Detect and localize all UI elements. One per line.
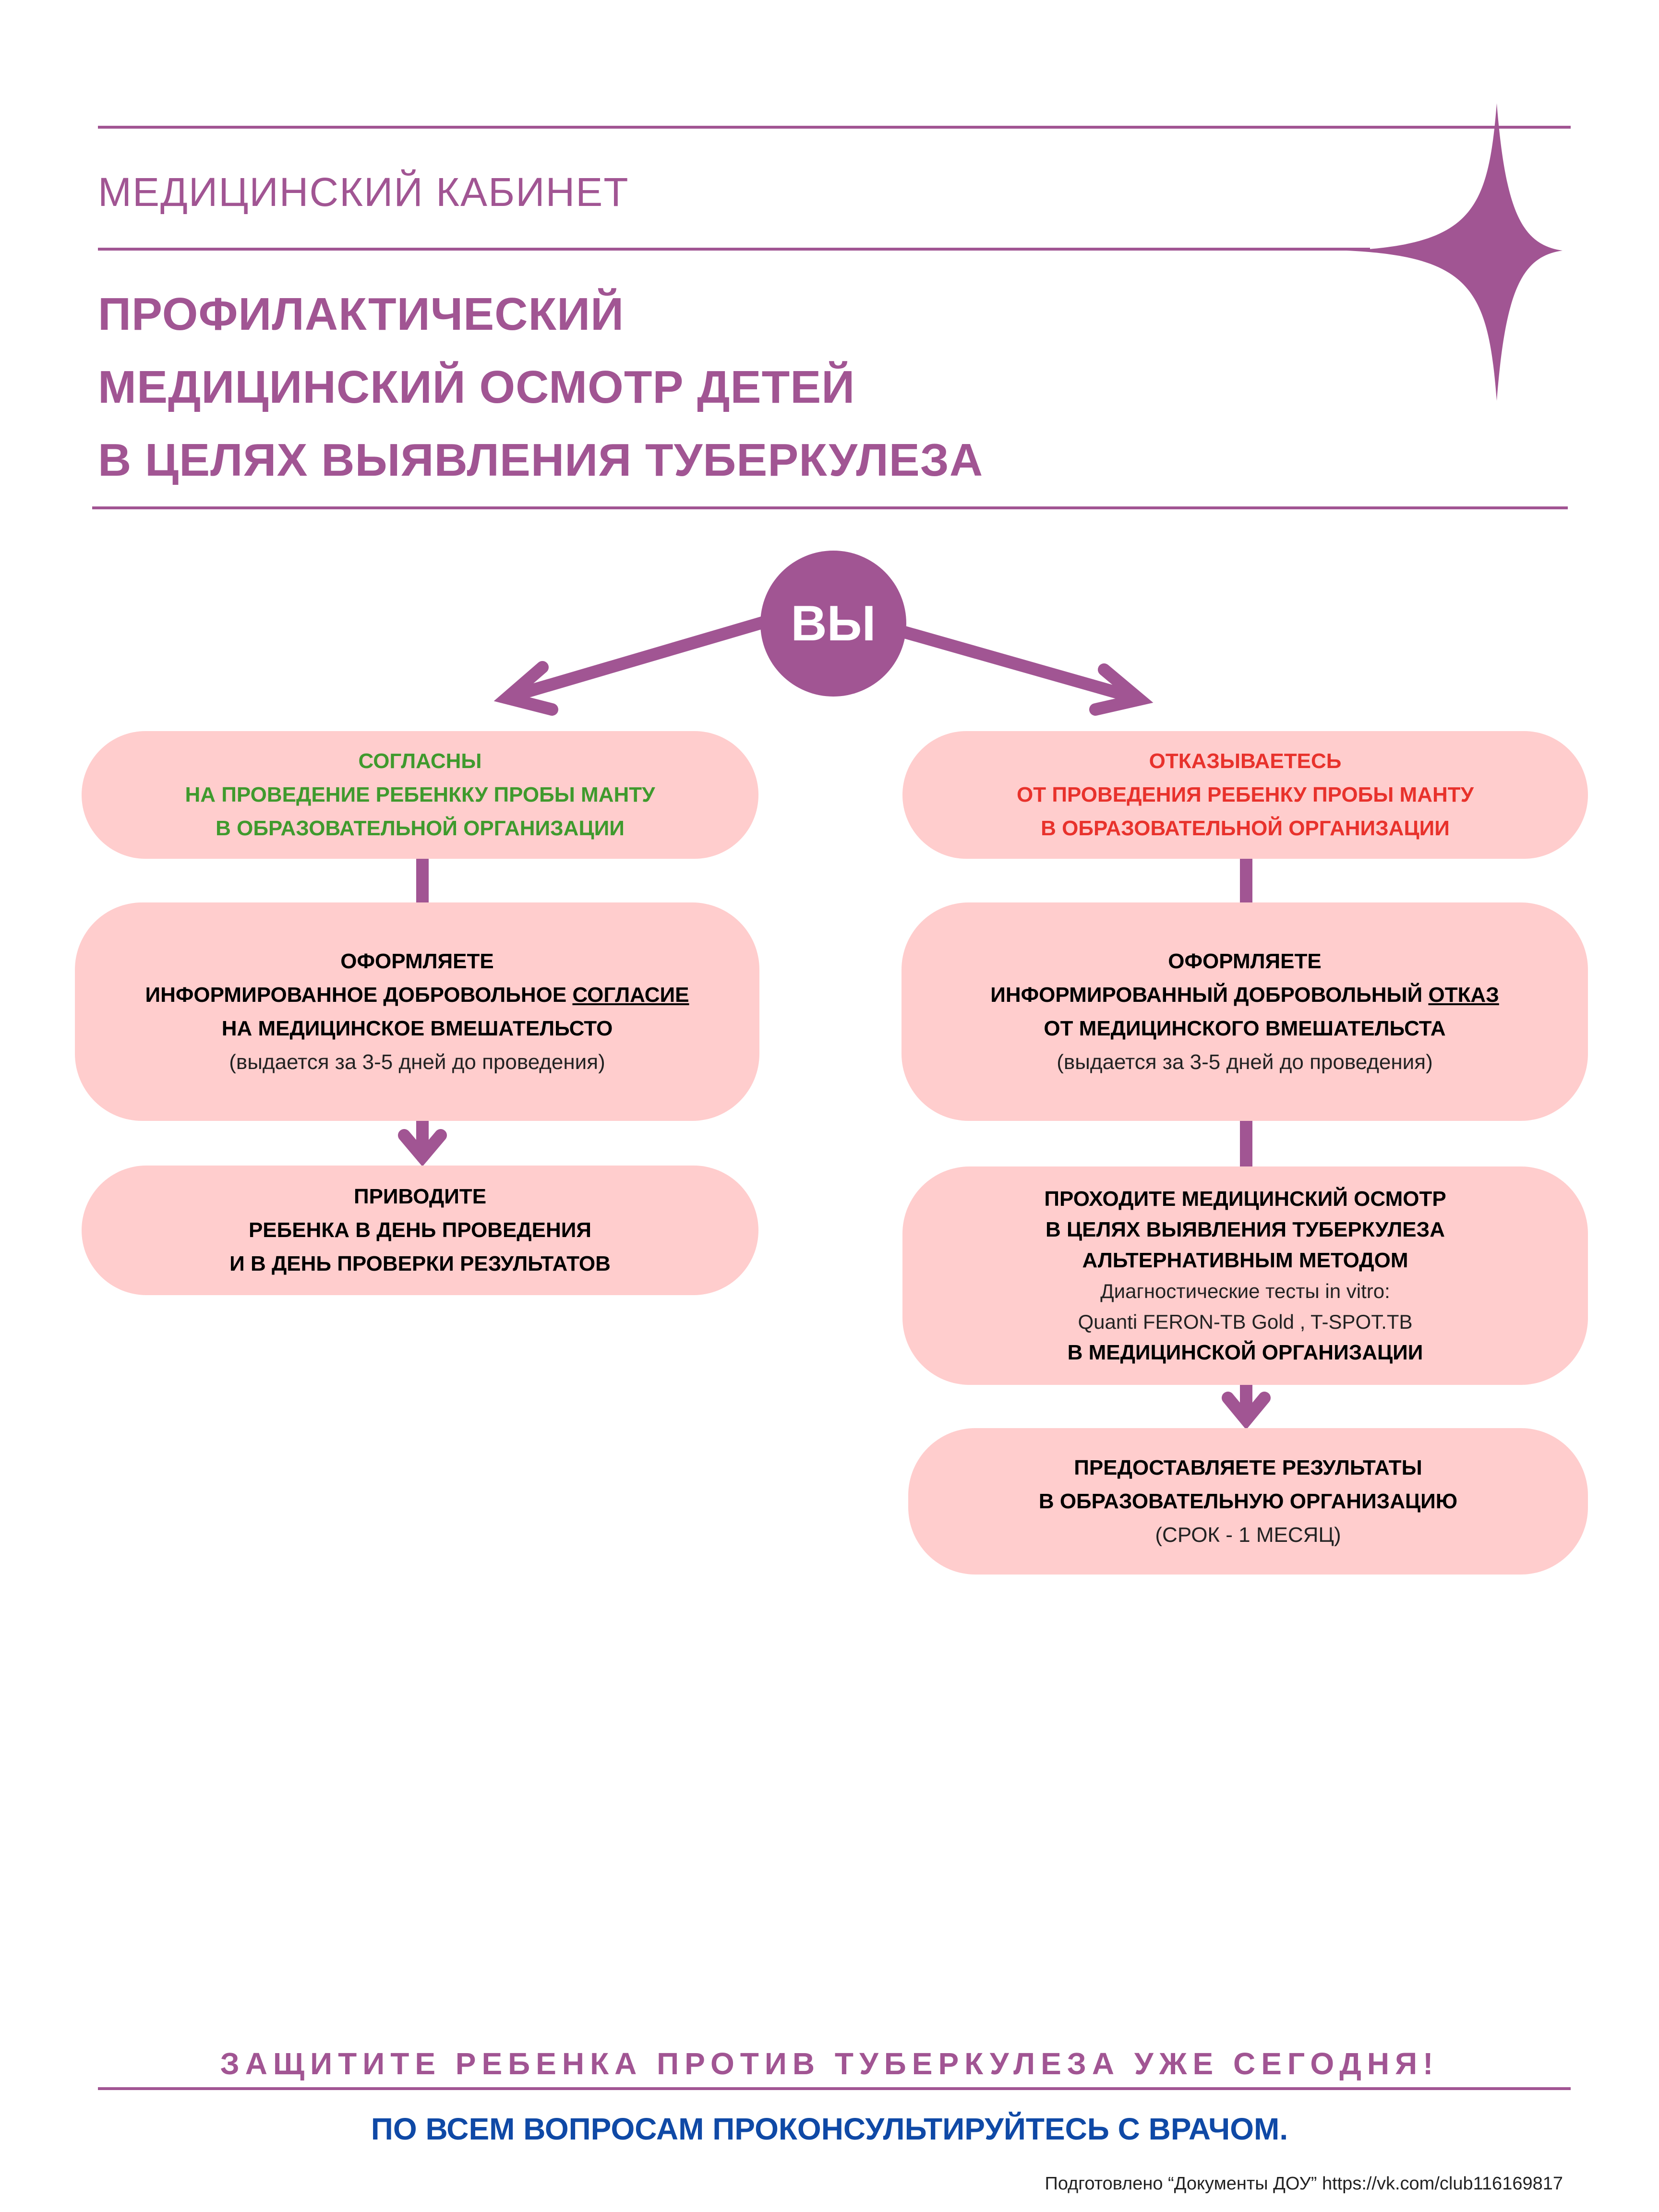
consent-line-2: ИНФОРМИРОВАННОЕ ДОБРОВОЛЬНОЕ СОГЛАСИЕ (145, 978, 689, 1012)
box-provide-results: ПРЕДОСТАВЛЯЕТЕ РЕЗУЛЬТАТЫ В ОБРАЗОВАТЕЛЬ… (908, 1428, 1588, 1575)
title-divider (92, 506, 1568, 509)
arrowhead-root-right (1089, 663, 1154, 716)
page-title-line-2: МЕДИЦИНСКИЙ ОСМОТР ДЕТЕЙ (98, 361, 855, 413)
footer-divider (98, 2087, 1571, 2090)
exam-line-6: В МЕДИЦИНСКОЙ ОРГАНИЗАЦИИ (1067, 1340, 1423, 1364)
box-refusal-form: ОФОРМЛЯЕТЕ ИНФОРМИРОВАННЫЙ ДОБРОВОЛЬНЫЙ … (902, 902, 1588, 1121)
exam-line-5: Quanti FERON-TB Gold , T-SPOT.TB (1078, 1310, 1413, 1333)
box-agree: СОГЛАСНЫ НА ПРОВЕДЕНИЕ РЕБЕНККУ ПРОБЫ МА… (82, 731, 758, 859)
refuse-line-1: ОТКАЗЫВАЕТЕСЬ (1149, 749, 1342, 773)
consent-line-3: НА МЕДИЦИНСКОЕ ВМЕШАТЕЛЬСТО (221, 1016, 613, 1040)
page-title-line-1: ПРОФИЛАКТИЧЕСКИЙ (98, 289, 625, 340)
consent-keyword: СОГЛАСИЕ (572, 983, 689, 1007)
refusal-keyword: ОТКАЗ (1428, 983, 1499, 1007)
slogan: ЗАЩИТИТЕ РЕБЕНКА ПРОТИВ ТУБЕРКУЛЕЗА УЖЕ … (220, 2046, 1439, 2081)
sparkle-icon (1346, 103, 1563, 401)
refusal-line-1: ОФОРМЛЯЕТЕ (1168, 949, 1322, 973)
arrowhead-right-3 (1222, 1392, 1271, 1430)
refusal-note: (выдается за 3-5 дней до проведения) (1057, 1050, 1433, 1074)
refuse-line-2: ОТ ПРОВЕДЕНИЯ РЕБЕНКУ ПРОБЫ МАНТУ (1017, 783, 1474, 806)
exam-line-4: Диагностические тесты in vitro: (1100, 1279, 1390, 1302)
credit-text: Подготовлено “Документы ДОУ” https://vk.… (1045, 2174, 1563, 2194)
arrowhead-root-left (493, 661, 558, 716)
exam-line-3: АЛЬТЕРНАТИВНЫМ МЕТОДОМ (1082, 1248, 1408, 1272)
exam-line-2: В ЦЕЛЯХ ВЫЯВЛЕНИЯ ТУБЕРКУЛЕЗА (1046, 1217, 1445, 1241)
root-node-you: ВЫ (760, 551, 906, 697)
page-title-line-3: В ЦЕЛЯХ ВЫЯВЛЕНИЯ ТУБЕРКУЛЕЗА (98, 434, 984, 486)
agree-line-3: В ОБРАЗОВАТЕЛЬНОЙ ОРГАНИЗАЦИИ (216, 817, 625, 840)
exam-line-1: ПРОХОДИТЕ МЕДИЦИНСКИЙ ОСМОТР (1044, 1187, 1446, 1211)
agree-line-2: НА ПРОВЕДЕНИЕ РЕБЕНККУ ПРОБЫ МАНТУ (185, 783, 655, 806)
arrowhead-left-2 (398, 1129, 447, 1167)
refusal-line-2: ИНФОРМИРОВАННЫЙ ДОБРОВОЛЬНЫЙ ОТКАЗ (990, 978, 1499, 1012)
consent-line-1: ОФОРМЛЯЕТЕ (340, 949, 494, 973)
header-divider (98, 248, 1370, 251)
results-line-2: В ОБРАЗОВАТЕЛЬНУЮ ОРГАНИЗАЦИЮ (1038, 1489, 1458, 1513)
consent-note: (выдается за 3-5 дней до проведения) (229, 1050, 605, 1074)
results-line-3: (СРОК - 1 МЕСЯЦ) (1155, 1523, 1341, 1547)
refusal-line-2-text: ИНФОРМИРОВАННЫЙ ДОБРОВОЛЬНЫЙ (990, 983, 1429, 1007)
results-line-1: ПРЕДОСТАВЛЯЕТЕ РЕЗУЛЬТАТЫ (1074, 1455, 1422, 1479)
box-consent-form: ОФОРМЛЯЕТЕ ИНФОРМИРОВАННОЕ ДОБРОВОЛЬНОЕ … (75, 902, 759, 1121)
connector-root-right (887, 623, 1144, 705)
bring-line-2: РЕБЕНКА В ДЕНЬ ПРОВЕДЕНИЯ (248, 1218, 592, 1242)
bring-line-1: ПРИВОДИТЕ (353, 1185, 487, 1208)
consent-line-2-text: ИНФОРМИРОВАННОЕ ДОБРОВОЛЬНОЕ (145, 983, 573, 1007)
box-refuse: ОТКАЗЫВАЕТЕСЬ ОТ ПРОВЕДЕНИЯ РЕБЕНКУ ПРОБ… (902, 731, 1588, 859)
box-alternative-exam: ПРОХОДИТЕ МЕДИЦИНСКИЙ ОСМОТР В ЦЕЛЯХ ВЫЯ… (902, 1166, 1588, 1385)
refusal-line-3: ОТ МЕДИЦИНСКОГО ВМЕШАТЕЛЬСТА (1044, 1016, 1446, 1040)
agree-line-1: СОГЛАСНЫ (358, 749, 482, 773)
box-bring-child: ПРИВОДИТЕ РЕБЕНКА В ДЕНЬ ПРОВЕДЕНИЯ И В … (82, 1166, 758, 1295)
section-label: МЕДИЦИНСКИЙ КАБИНЕТ (98, 169, 629, 215)
refuse-line-3: В ОБРАЗОВАТЕЛЬНОЙ ОРГАНИЗАЦИИ (1041, 817, 1450, 840)
top-divider (98, 126, 1571, 129)
consult-doctor: ПО ВСЕМ ВОПРОСАМ ПРОКОНСУЛЬТИРУЙТЕСЬ С В… (371, 2112, 1288, 2146)
connector-root-left (503, 613, 780, 703)
bring-line-3: И В ДЕНЬ ПРОВЕРКИ РЕЗУЛЬТАТОВ (229, 1252, 611, 1275)
